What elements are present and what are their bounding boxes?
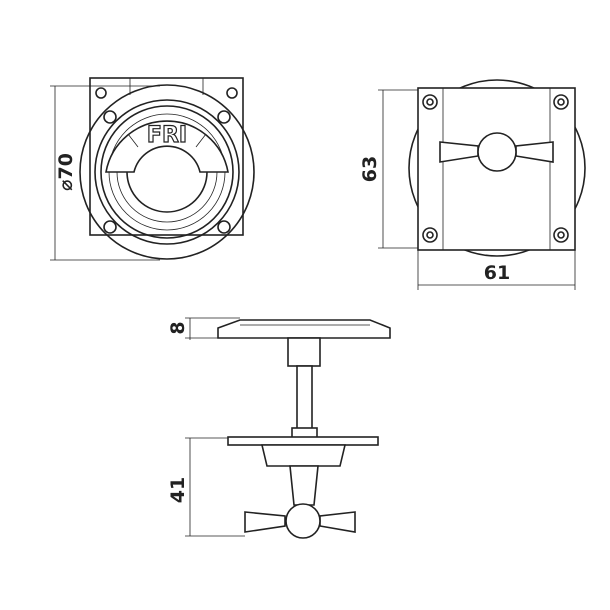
back-view: 63 61 xyxy=(359,79,586,290)
handle-depth-label: 41 xyxy=(167,477,189,503)
width-dimension-label: 61 xyxy=(484,262,510,284)
front-view: FRI ⌀70 xyxy=(50,77,255,261)
flange-thickness-label: 8 xyxy=(167,321,189,334)
diameter-dimension-label: ⌀70 xyxy=(55,153,77,191)
indicator-text: FRI xyxy=(147,123,187,148)
side-view: 8 41 xyxy=(167,317,391,539)
height-dimension-label: 63 xyxy=(359,156,381,182)
